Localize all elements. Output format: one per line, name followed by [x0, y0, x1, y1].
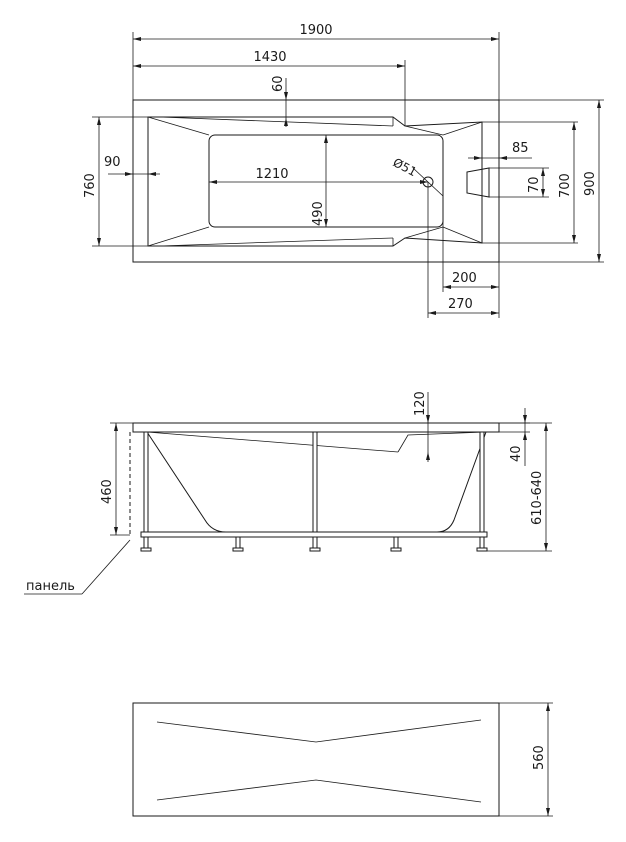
- panel-groove-top: [156, 719, 482, 743]
- dim-1430: 1430: [253, 50, 286, 65]
- dim-460: 460: [100, 479, 115, 504]
- dim-40: 40: [509, 445, 524, 462]
- dim-70: 70: [527, 176, 542, 193]
- dim-490: 490: [311, 201, 326, 226]
- dim-560: 560: [532, 745, 547, 770]
- panel-groove-bottom: [156, 779, 482, 803]
- dim-120: 120: [413, 391, 428, 416]
- tub-rim: [132, 422, 500, 433]
- dim-60: 60: [271, 75, 286, 92]
- headrest: [466, 167, 490, 198]
- tub-outline-top: [132, 99, 500, 263]
- panel-label: панель: [26, 579, 75, 594]
- dim-1210: 1210: [255, 167, 288, 182]
- dim-85: 85: [512, 141, 529, 156]
- dim-90: 90: [104, 155, 121, 170]
- dim-270: 270: [448, 297, 473, 312]
- support-frame: [140, 531, 488, 538]
- dim-700: 700: [558, 173, 573, 198]
- side-view: 120 40 610-640 460 панель: [24, 391, 552, 595]
- dim-900: 900: [583, 171, 598, 196]
- front-panel: [132, 702, 500, 817]
- dim-drain-diameter: Ø51: [391, 155, 419, 179]
- dim-200: 200: [452, 271, 477, 286]
- dim-610-640: 610-640: [530, 471, 545, 525]
- top-view: 1900 1430 60 90 760 1210 490 Ø51 85: [83, 23, 604, 318]
- panel-view: 560: [132, 702, 553, 817]
- dim-1900: 1900: [299, 23, 332, 38]
- dim-760: 760: [83, 173, 98, 198]
